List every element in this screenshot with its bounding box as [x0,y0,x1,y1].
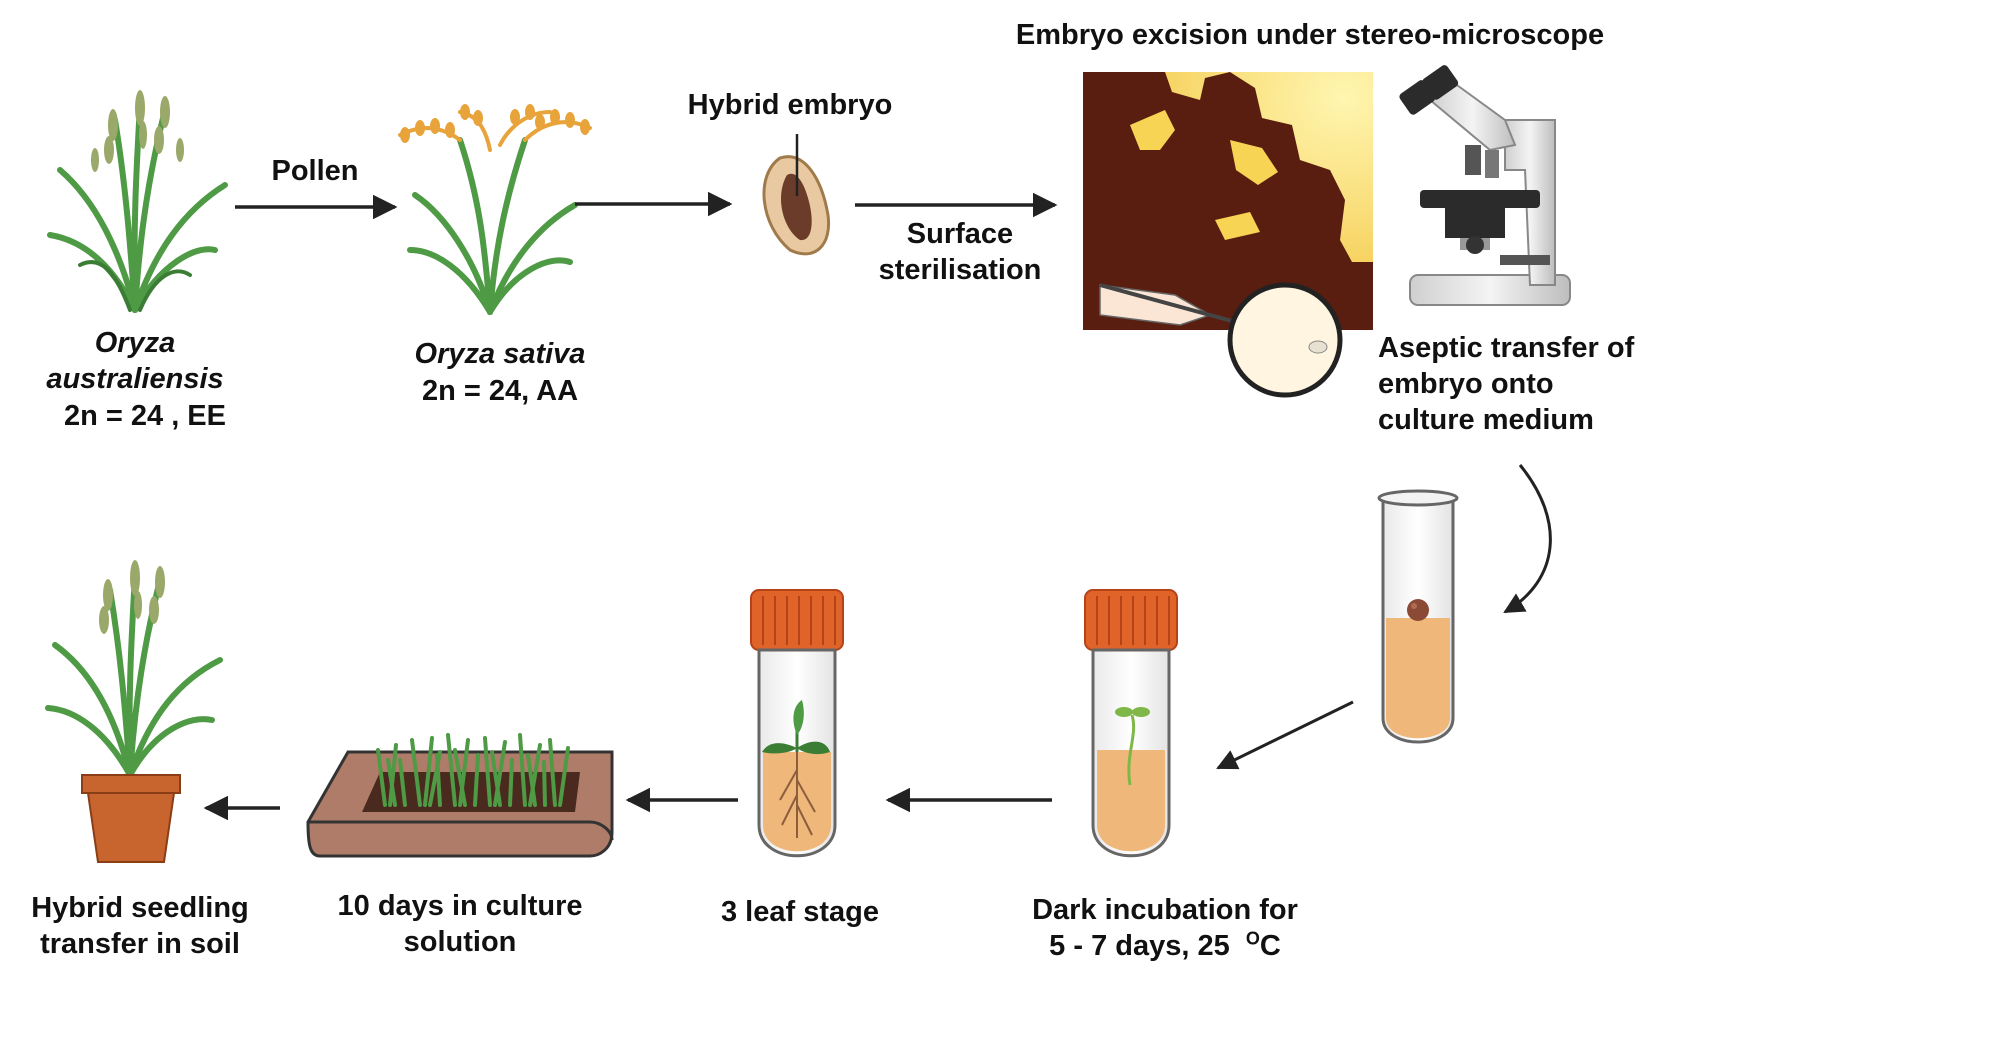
surface-sterilisation-line2: sterilisation [878,254,1042,286]
aseptic-transfer-label: Aseptic transfer of embryo onto culture … [1378,330,1634,438]
culture-solution-label: 10 days in culture solution [320,888,600,960]
oryza-sativa-name: Oryza sativa [414,338,586,370]
aseptic-transfer-line1: Aseptic transfer of [1378,332,1635,364]
oryza-australiensis-name: Oryza australiensis [30,325,240,397]
oryza-australiensis-name-line1: Oryza [94,327,176,359]
hybrid-seedling-line2: transfer in soil [40,928,240,960]
surface-sterilisation-line1: Surface [906,218,1014,250]
embryo-excision-illustration [1083,72,1373,398]
potted-hybrid-plant-icon [45,560,223,863]
dark-incubation-temp-value: 5 - 7 days, 25 [1049,930,1230,962]
temperature-unit: C [1259,930,1281,962]
microscope-icon [1399,65,1571,306]
degree-superscript: O [1245,928,1260,949]
culture-solution-line2: solution [403,926,517,958]
oryza-sativa-chromosomes: 2n = 24, AA [421,375,579,407]
culture-tray-icon [306,733,614,858]
oryza-sativa-plant-icon [398,104,592,315]
aseptic-transfer-line3: culture medium [1378,404,1594,436]
tube-dark-incubation-icon [1084,589,1178,858]
arrow-to-dark-incubation [1216,700,1354,770]
embryo-excision-label: Embryo excision under stereo-microscope [1015,19,1605,51]
oryza-australiensis-chromosomes: 2n = 24 , EE [63,400,226,432]
hybrid-embryo-seed-icon [762,134,831,256]
three-leaf-stage-label: 3 leaf stage [721,896,879,928]
test-tube-with-embryo-icon [1377,489,1459,744]
surface-sterilisation-label: Surface sterilisation [850,216,1070,288]
hybrid-seedling-line1: Hybrid seedling [31,892,249,924]
tube-three-leaf-icon [750,589,844,858]
hybrid-embryo-label: Hybrid embryo [687,89,893,121]
aseptic-transfer-line2: embryo onto [1378,368,1554,400]
dark-incubation-line2: 5 - 7 days, 25 OC [1000,928,1330,964]
pollen-label: Pollen [271,155,359,187]
dark-incubation-label: Dark incubation for 5 - 7 days, 25 OC [1000,892,1330,964]
oryza-australiensis-name-line2: australiensis [46,363,224,395]
hybrid-seedling-label: Hybrid seedling transfer in soil [20,890,260,962]
arrow-curved-to-tube [1503,464,1552,614]
culture-solution-line1: 10 days in culture [337,890,583,922]
oryza-australiensis-plant-icon [47,90,228,313]
dark-incubation-line1: Dark incubation for [1032,894,1298,926]
